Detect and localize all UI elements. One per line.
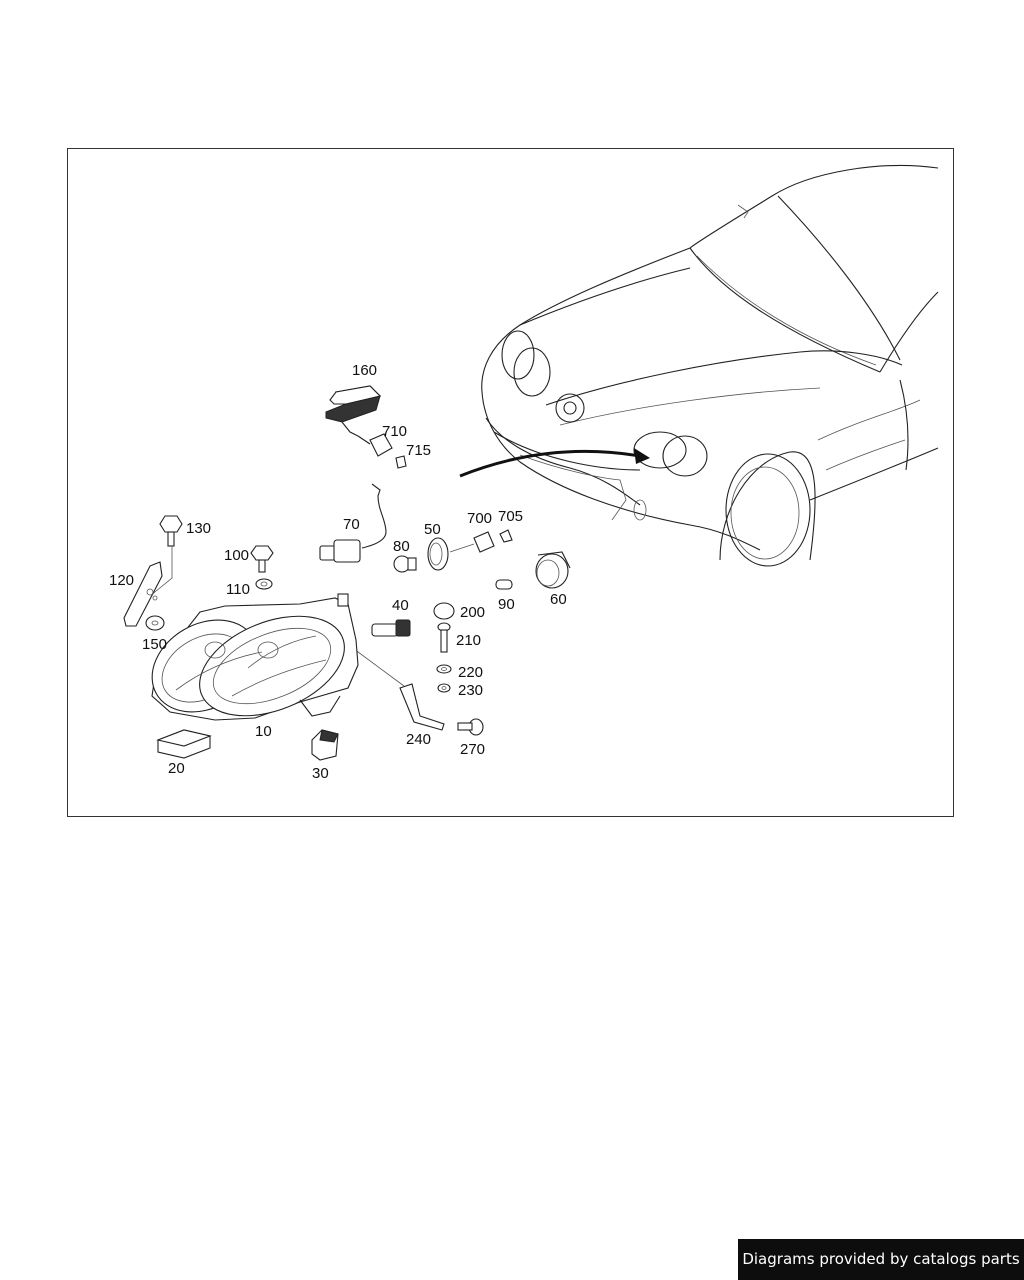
label-80: 80 bbox=[393, 538, 410, 555]
label-710: 710 bbox=[382, 423, 407, 440]
part-160-control-unit bbox=[325, 385, 382, 437]
part-70-xenon-bulb bbox=[319, 483, 387, 563]
label-715: 715 bbox=[406, 442, 431, 459]
part-715-pin bbox=[395, 455, 407, 469]
part-120-trim-strip bbox=[123, 561, 163, 627]
callout-labels: 160 710 715 70 50 700 705 80 90 60 40 20… bbox=[109, 362, 567, 782]
label-240: 240 bbox=[406, 731, 431, 748]
label-270: 270 bbox=[460, 741, 485, 758]
label-20: 20 bbox=[168, 760, 185, 777]
label-50: 50 bbox=[424, 521, 441, 538]
label-40: 40 bbox=[392, 597, 409, 614]
label-30: 30 bbox=[312, 765, 329, 782]
part-110-washer bbox=[255, 578, 273, 590]
part-100-bolt bbox=[250, 545, 274, 573]
label-10: 10 bbox=[255, 723, 272, 740]
part-90-bulb bbox=[495, 579, 513, 590]
label-90: 90 bbox=[498, 596, 515, 613]
label-150: 150 bbox=[142, 636, 167, 653]
part-130-bolt bbox=[149, 515, 183, 597]
label-110: 110 bbox=[226, 581, 250, 598]
part-150-grommet bbox=[145, 615, 165, 631]
label-700: 700 bbox=[467, 510, 492, 527]
car-illustration bbox=[481, 164, 939, 567]
part-230-washer bbox=[437, 683, 451, 693]
part-20-ballast bbox=[156, 729, 212, 759]
part-40-bulb bbox=[371, 619, 411, 637]
part-60-cover bbox=[535, 551, 571, 589]
label-200: 200 bbox=[460, 604, 485, 621]
part-210-screw bbox=[437, 622, 451, 653]
label-130: 130 bbox=[186, 520, 211, 537]
part-705-bulb bbox=[499, 529, 513, 543]
pointer-arrow bbox=[459, 448, 650, 478]
label-120: 120 bbox=[109, 572, 134, 589]
label-100: 100 bbox=[224, 547, 249, 564]
label-210: 210 bbox=[456, 632, 481, 649]
part-220-washer bbox=[436, 664, 452, 674]
part-240-bracket bbox=[349, 645, 445, 731]
label-230: 230 bbox=[458, 682, 483, 699]
part-710-connector bbox=[357, 433, 393, 457]
part-700-socket bbox=[473, 531, 495, 553]
part-200-cap bbox=[433, 602, 455, 620]
label-220: 220 bbox=[458, 664, 483, 681]
label-705: 705 bbox=[498, 508, 523, 525]
label-60: 60 bbox=[550, 591, 567, 608]
label-160: 160 bbox=[352, 362, 377, 379]
part-80-bulb bbox=[393, 555, 417, 573]
part-270-screw bbox=[457, 718, 484, 736]
part-30-module bbox=[311, 729, 339, 761]
label-70: 70 bbox=[343, 516, 360, 533]
part-10-headlamp bbox=[151, 593, 359, 721]
part-50-cap bbox=[427, 537, 475, 571]
watermark-banner: Diagrams provided by catalogs parts bbox=[738, 1239, 1024, 1280]
